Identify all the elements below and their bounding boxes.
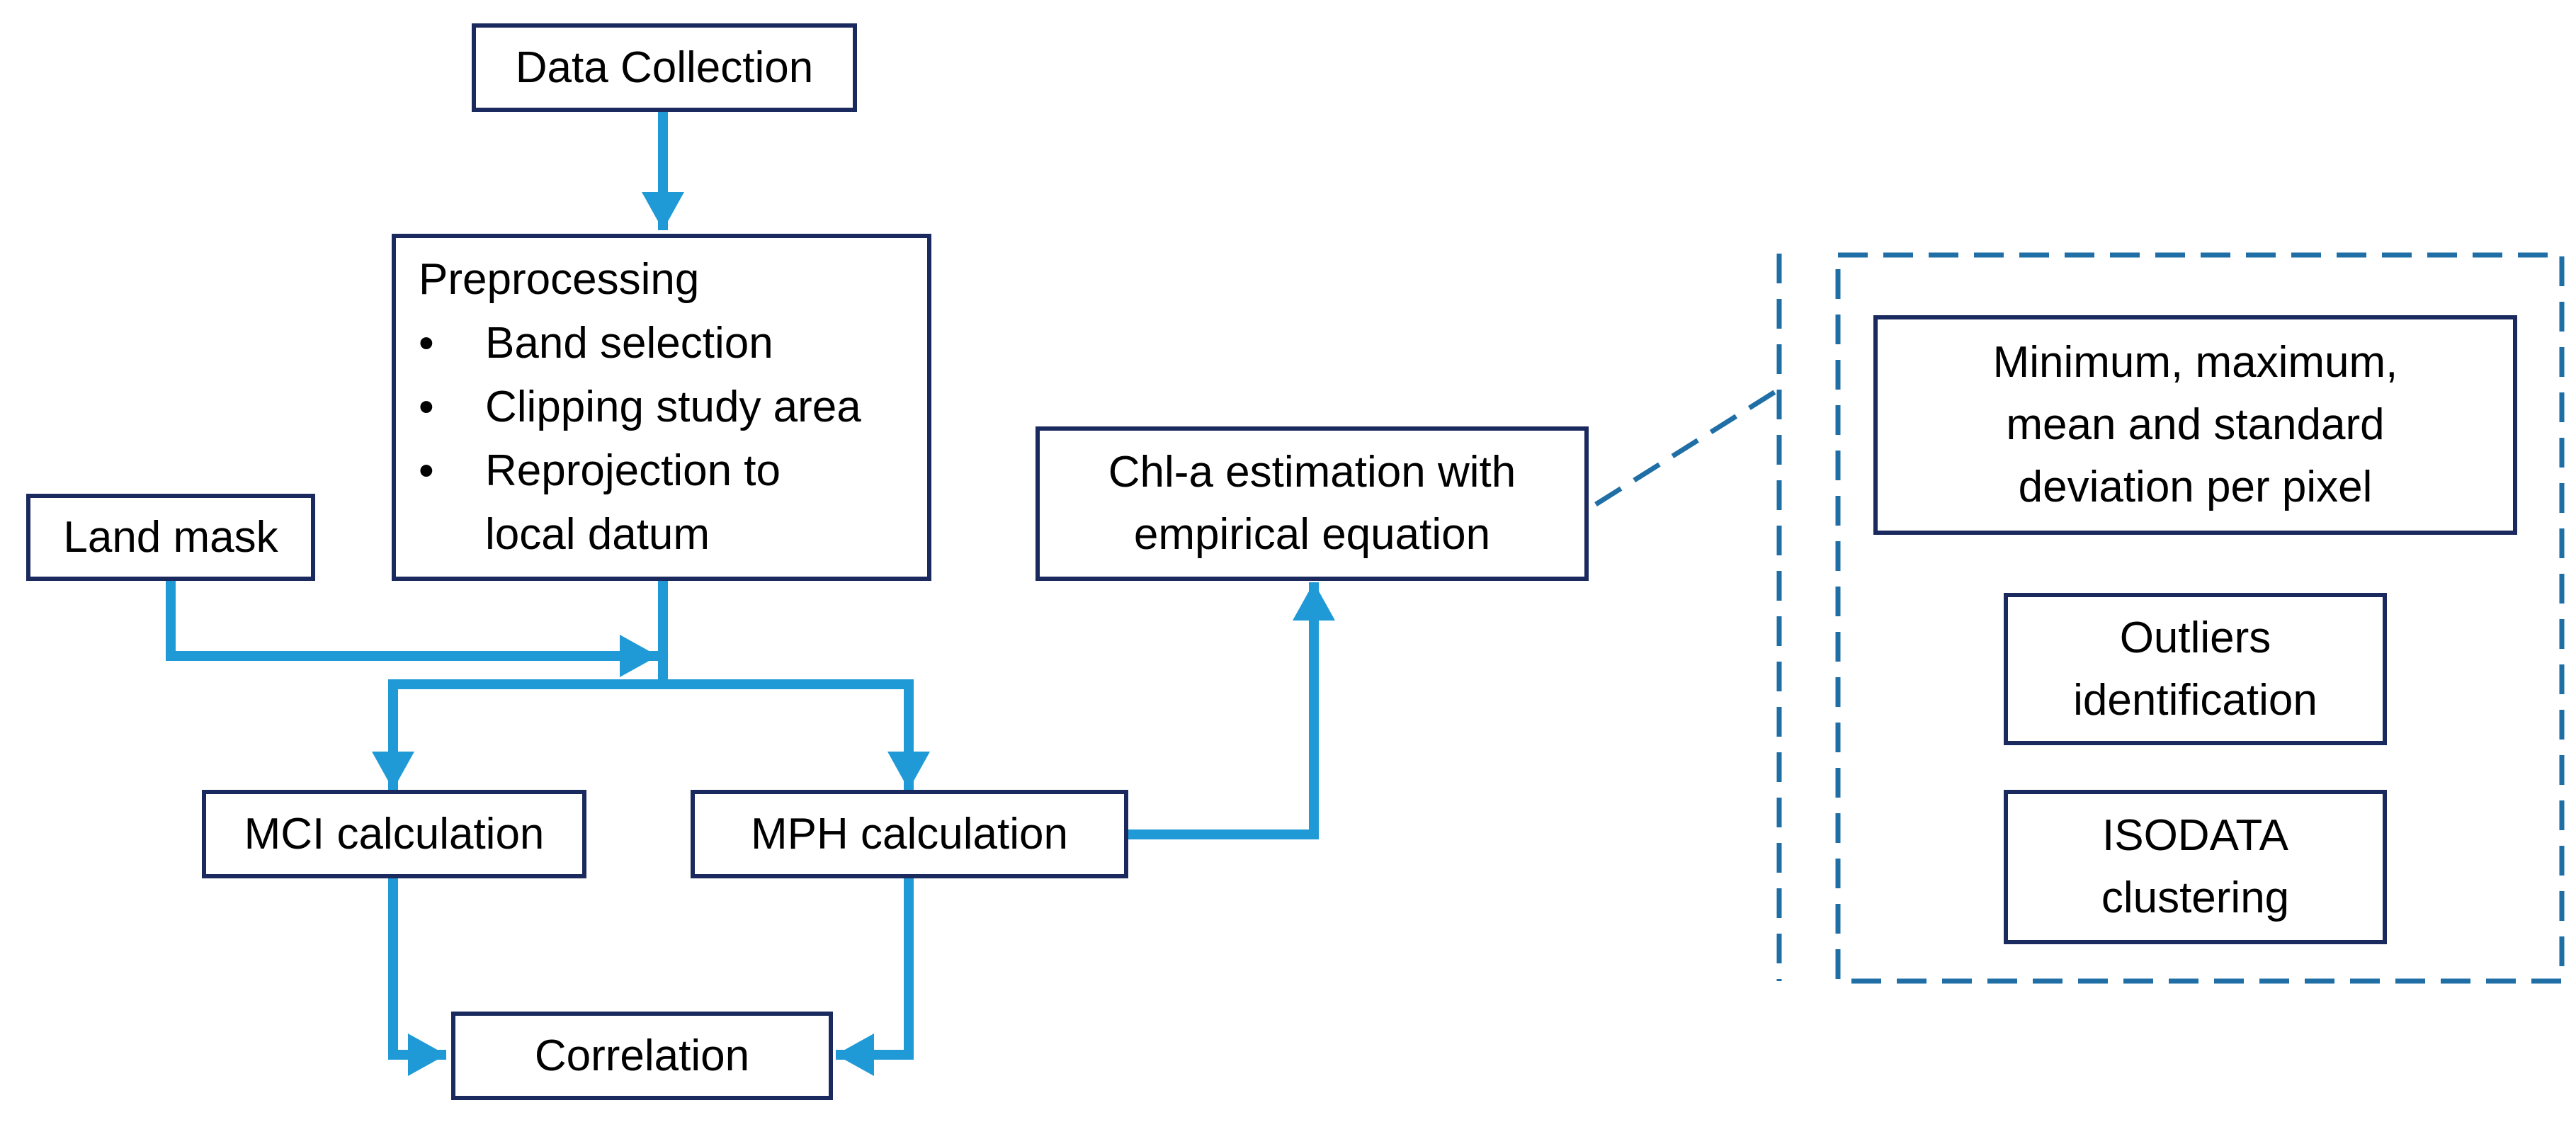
arrow-mph-to-correlation: [836, 877, 914, 1076]
outliers-box: Outliers identification: [2004, 593, 2387, 745]
preprocessing-step: •Reprojection to local datum: [396, 439, 927, 567]
land-mask-label: Land mask: [63, 512, 278, 562]
mph-calculation-label: MPH calculation: [751, 809, 1068, 859]
preprocessing-title: Preprocessing: [419, 255, 700, 304]
bullet-icon: •: [419, 446, 434, 495]
arrow-landmask-to-trunk: [166, 577, 658, 677]
stats-per-pixel-box: Minimum, maximum, mean and standard devi…: [1873, 315, 2517, 535]
bullet-icon: •: [419, 383, 434, 431]
preprocessing-steps: •Band selection •Clipping study area •Re…: [396, 312, 927, 567]
isodata-box: ISODATA clustering: [2004, 790, 2387, 944]
arrow-mci-to-correlation: [388, 877, 446, 1076]
data-collection-label: Data Collection: [515, 43, 814, 92]
preprocessing-box: Preprocessing •Band selection •Clipping …: [392, 234, 931, 581]
data-collection-box: Data Collection: [472, 23, 857, 112]
chl-estimation-box: Chl-a estimation with empirical equation: [1035, 426, 1589, 581]
preprocessing-step: •Clipping study area: [396, 375, 927, 439]
mci-calculation-box: MCI calculation: [202, 790, 586, 878]
mph-calculation-box: MPH calculation: [691, 790, 1128, 878]
chl-estimation-label: Chl-a estimation with empirical equation: [1108, 448, 1516, 559]
correlation-label: Correlation: [534, 1031, 750, 1080]
mci-calculation-label: MCI calculation: [244, 809, 545, 859]
dashed-connector: [1594, 389, 1778, 506]
isodata-label: ISODATA clustering: [2101, 811, 2290, 922]
preprocessing-step: •Band selection: [396, 312, 927, 375]
correlation-box: Correlation: [451, 1012, 833, 1100]
arrow-mph-to-chl: [1127, 582, 1335, 839]
stats-per-pixel-label: Minimum, maximum, mean and standard devi…: [1992, 338, 2398, 511]
land-mask-box: Land mask: [26, 494, 315, 581]
outliers-label: Outliers identification: [2073, 613, 2317, 725]
arrow-split-to-mci: [372, 679, 668, 790]
arrow-split-to-mph: [658, 679, 930, 790]
bullet-icon: •: [419, 319, 434, 368]
